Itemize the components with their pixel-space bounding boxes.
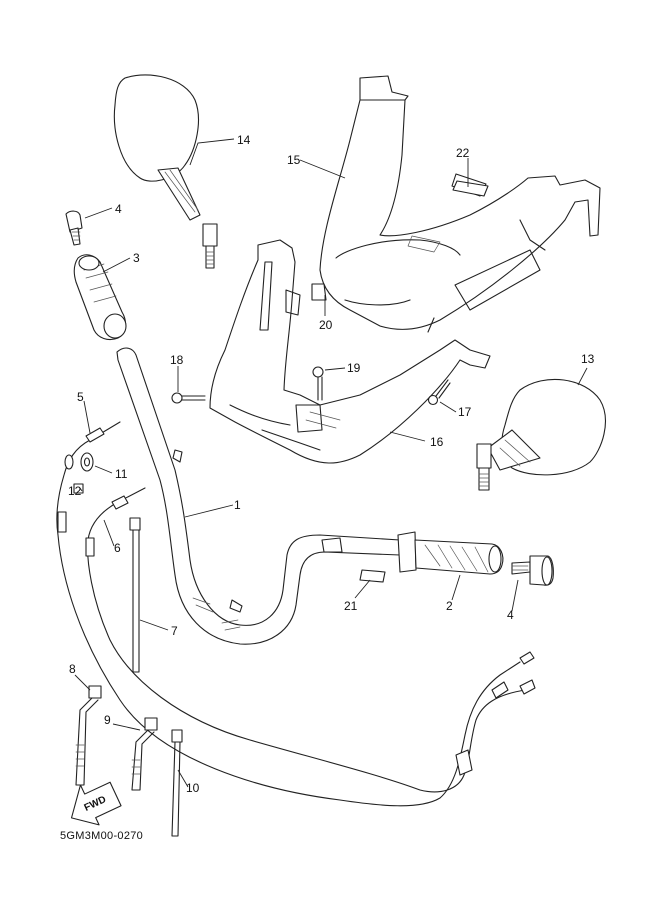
callout-12: 12 — [68, 484, 82, 498]
callout-9: 9 — [104, 713, 111, 727]
callout-5: 5 — [77, 390, 84, 404]
throttle-grip-assy — [73, 254, 127, 341]
callout-21: 21 — [344, 599, 358, 613]
throttle-cable-1 — [56, 421, 535, 807]
cable-band-8 — [75, 685, 102, 786]
callout-10: 10 — [186, 781, 200, 795]
handle-cover-upper — [319, 75, 601, 333]
screw-17 — [427, 379, 451, 406]
callout-3: 3 — [133, 251, 140, 265]
small-nut — [73, 483, 84, 494]
callout-18: 18 — [170, 353, 184, 367]
grip-end-left — [65, 210, 83, 246]
cable-tie-7 — [129, 517, 141, 673]
fwd-arrow-icon — [70, 781, 122, 826]
grip-end-right — [511, 555, 554, 586]
screw-18 — [171, 392, 206, 404]
callout-17: 17 — [458, 405, 472, 419]
callout-4-right: 4 — [507, 608, 514, 622]
throttle-cable-2 — [85, 487, 536, 793]
left-mirror — [113, 74, 218, 269]
callout-1: 1 — [234, 498, 241, 512]
callout-6: 6 — [114, 541, 121, 555]
clip-part — [311, 283, 327, 301]
screw-19 — [312, 366, 324, 401]
callout-20: 20 — [319, 318, 333, 332]
callout-16: 16 — [430, 435, 444, 449]
callout-8: 8 — [69, 662, 76, 676]
cable-band-9 — [131, 717, 158, 791]
callout-11: 11 — [115, 467, 128, 481]
label-sheet — [452, 180, 489, 197]
callout-19: 19 — [347, 361, 361, 375]
callout-22: 22 — [456, 146, 470, 160]
diagram-code: 5GM3M00-0270 — [60, 830, 143, 842]
callout-2: 2 — [446, 599, 453, 613]
callout-14: 14 — [237, 133, 251, 147]
callout-4-top: 4 — [115, 202, 122, 216]
callout-13: 13 — [581, 352, 595, 366]
handlebar — [116, 347, 401, 645]
caution-label — [359, 569, 386, 583]
cable-tie-10 — [171, 729, 183, 837]
adjust-nut — [80, 452, 94, 472]
right-mirror — [476, 378, 606, 491]
handle-cover-lower — [209, 239, 491, 464]
callout-15: 15 — [287, 153, 301, 167]
right-grip — [397, 531, 504, 575]
callout-7: 7 — [171, 624, 178, 638]
leader-lines — [74, 138, 588, 788]
callout-labels: 1 2 3 4 4 5 6 7 8 9 10 11 12 13 14 15 16… — [68, 133, 595, 795]
